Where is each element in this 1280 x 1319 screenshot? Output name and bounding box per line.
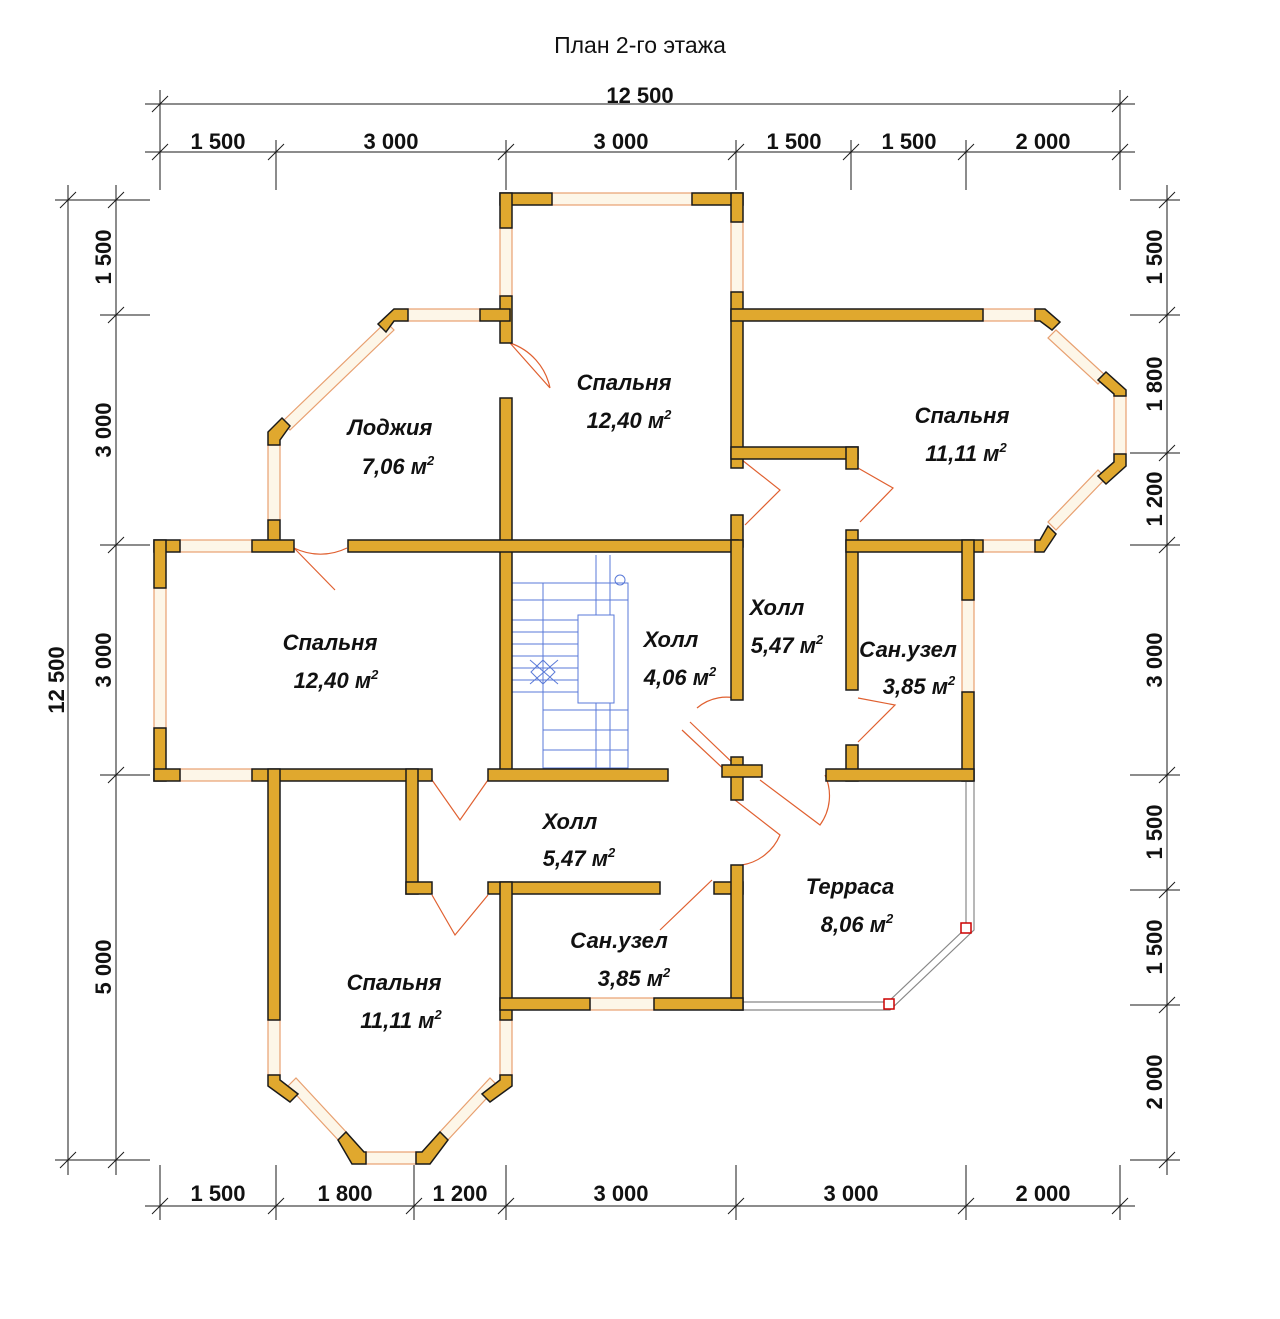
room-name: Спальня xyxy=(283,630,378,655)
dim-left-4: 5 000 xyxy=(91,939,116,994)
dim-right-1: 1 500 xyxy=(1142,229,1167,284)
dim-left-3: 3 000 xyxy=(91,632,116,687)
room-labels: Спальня 12,40 м2 Спальня 11,11 м2 Лоджия… xyxy=(283,370,1010,1033)
dim-top-5: 1 500 xyxy=(881,129,936,154)
room-area: 4,06 м2 xyxy=(643,664,717,690)
dim-right-6: 1 500 xyxy=(1142,919,1167,974)
room-area: 3,85 м2 xyxy=(883,673,956,699)
room-area: 11,11 м2 xyxy=(925,440,1007,466)
doors xyxy=(293,342,897,937)
dim-bottom-4: 3 000 xyxy=(593,1181,648,1206)
room-area: 7,06 м2 xyxy=(362,453,435,479)
dim-right-5: 1 500 xyxy=(1142,804,1167,859)
room-area: 3,85 м2 xyxy=(598,965,671,991)
dim-bottom-5: 3 000 xyxy=(823,1181,878,1206)
windows xyxy=(153,192,1127,1165)
room-area: 5,47 м2 xyxy=(751,632,824,658)
dim-left-2: 3 000 xyxy=(91,402,116,457)
room-area: 12,40 м2 xyxy=(587,407,672,433)
room-name: Холл xyxy=(748,595,805,620)
dim-top-1: 1 500 xyxy=(190,129,245,154)
page-title: План 2-го этажа xyxy=(554,32,726,58)
room-name: Сан.узел xyxy=(859,637,957,662)
dim-right-4: 3 000 xyxy=(1142,632,1167,687)
room-name: Спальня xyxy=(915,403,1010,428)
dim-right-3: 1 200 xyxy=(1142,471,1167,526)
bottom-ticks xyxy=(151,1165,1129,1220)
dim-bottom-1: 1 500 xyxy=(190,1181,245,1206)
room-name: Терраса xyxy=(806,874,894,899)
room-name: Холл xyxy=(642,627,699,652)
dim-total-left: 12 500 xyxy=(44,646,69,713)
room-area: 5,47 м2 xyxy=(543,845,616,871)
dim-right-7: 2 000 xyxy=(1142,1054,1167,1109)
room-name: Сан.узел xyxy=(570,928,668,953)
right-ticks xyxy=(1130,191,1180,1169)
room-name: Лоджия xyxy=(346,415,433,440)
top-ticks xyxy=(151,140,1129,190)
room-name: Спальня xyxy=(577,370,672,395)
dim-total-top: 12 500 xyxy=(606,83,673,108)
dim-top-6: 2 000 xyxy=(1015,129,1070,154)
room-area: 11,11 м2 xyxy=(360,1007,442,1033)
terrace-outline xyxy=(742,782,975,1011)
dim-bottom-3: 1 200 xyxy=(432,1181,487,1206)
room-name: Холл xyxy=(541,809,598,834)
terrace-post xyxy=(883,998,895,1010)
dim-top-3: 3 000 xyxy=(593,129,648,154)
dim-left-1: 1 500 xyxy=(91,229,116,284)
dim-bottom-6: 2 000 xyxy=(1015,1181,1070,1206)
dim-top-4: 1 500 xyxy=(766,129,821,154)
dim-bottom-2: 1 800 xyxy=(317,1181,372,1206)
left-ticks xyxy=(100,191,150,1169)
staircase xyxy=(512,555,629,769)
room-name: Спальня xyxy=(347,970,442,995)
walls xyxy=(153,192,1127,1165)
dim-right-2: 1 800 xyxy=(1142,356,1167,411)
terrace-post xyxy=(960,922,972,934)
room-area: 12,40 м2 xyxy=(294,667,379,693)
dimension-lines xyxy=(55,90,1180,1220)
dim-top-2: 3 000 xyxy=(363,129,418,154)
room-area: 8,06 м2 xyxy=(821,911,894,937)
